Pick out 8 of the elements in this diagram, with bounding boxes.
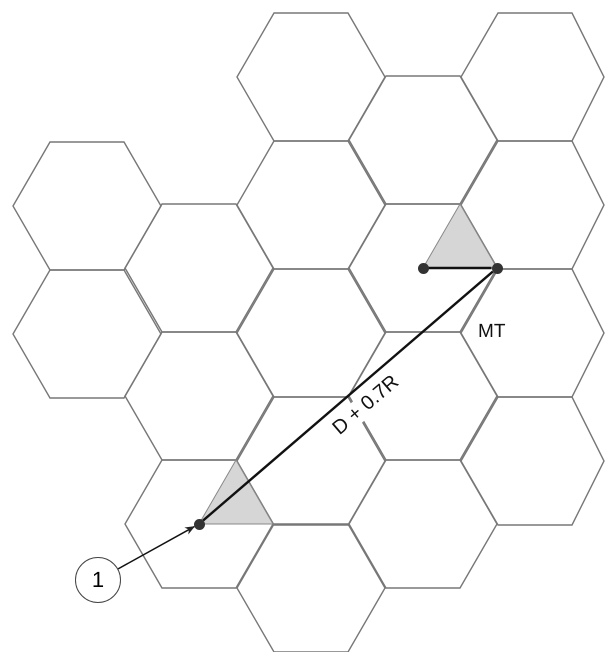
leader-arrow [118,526,196,570]
callout-number: 1 [92,567,104,593]
point-label: MT [478,321,506,343]
callout-circle [75,557,121,603]
distance-line [202,270,494,522]
distance-line [428,266,492,270]
station-dot [418,262,428,274]
station-dot [194,518,204,530]
